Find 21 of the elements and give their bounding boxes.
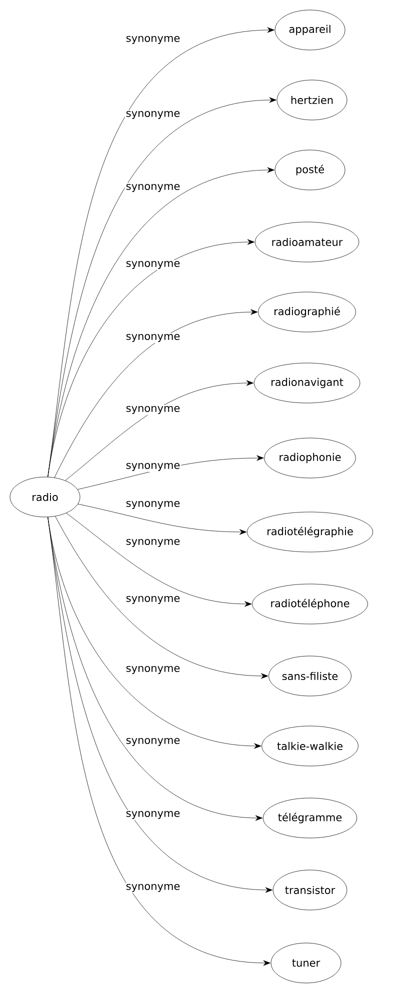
edge-label: synonyme [124, 810, 182, 820]
edge-label: synonyme [124, 110, 182, 120]
arrow [55, 516, 268, 679]
arrow [48, 239, 255, 478]
edge-label: synonyme [124, 882, 182, 894]
edge-label: synonyme [124, 404, 182, 416]
arrow [48, 516, 270, 966]
edge-label: synonyme [124, 462, 182, 472]
arrow [66, 512, 252, 607]
edge-label: synonyme [124, 34, 182, 46]
edge-label: synonyme [124, 182, 182, 194]
edge-label: synonyme [124, 736, 182, 748]
arrow [65, 380, 254, 481]
arrow [54, 309, 258, 478]
edge-label: synonyme [124, 664, 182, 676]
arrow [78, 504, 247, 535]
edge-label: synonyme [124, 332, 182, 344]
edge-label: synonyme [124, 500, 182, 510]
edge-label: synonyme [124, 594, 182, 606]
edge-label: synonyme [124, 538, 182, 548]
edge-label: synonyme [124, 260, 182, 270]
